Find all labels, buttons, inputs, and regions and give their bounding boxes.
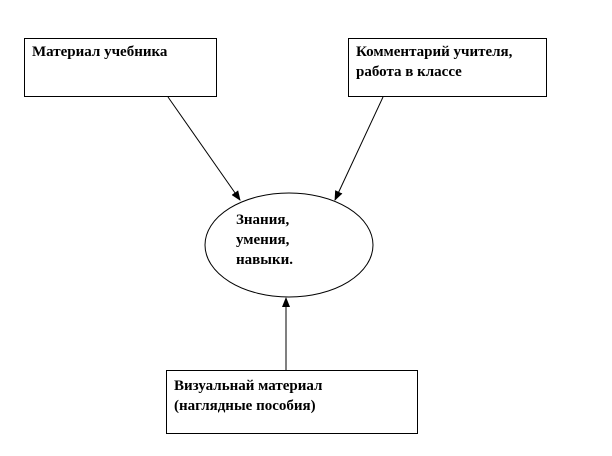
- visual-material-box: Визуальнай материал (наглядные пособия): [166, 370, 418, 434]
- teacher-comment-label-line2: работа в классе: [356, 64, 462, 80]
- textbook-material-box: Материал учебника: [24, 38, 217, 97]
- teacher-comment-box: Комментарий учителя, работа в классе: [348, 38, 547, 97]
- center-label-line3: навыки.: [236, 252, 293, 268]
- visual-material-label-line2: (наглядные пособия): [174, 398, 316, 414]
- textbook-material-label: Материал учебника: [32, 44, 168, 60]
- center-label-line2: умения,: [236, 232, 290, 248]
- center-node-text: Знания, умения, навыки.: [236, 210, 293, 270]
- arrow-textbook-to-center: [167, 96, 241, 201]
- center-label-line1: Знания,: [236, 212, 290, 228]
- teacher-comment-label-line1: Комментарий учителя,: [356, 44, 513, 60]
- arrow-teacher-to-center: [334, 96, 384, 201]
- visual-material-label-line1: Визуальнай материал: [174, 378, 323, 394]
